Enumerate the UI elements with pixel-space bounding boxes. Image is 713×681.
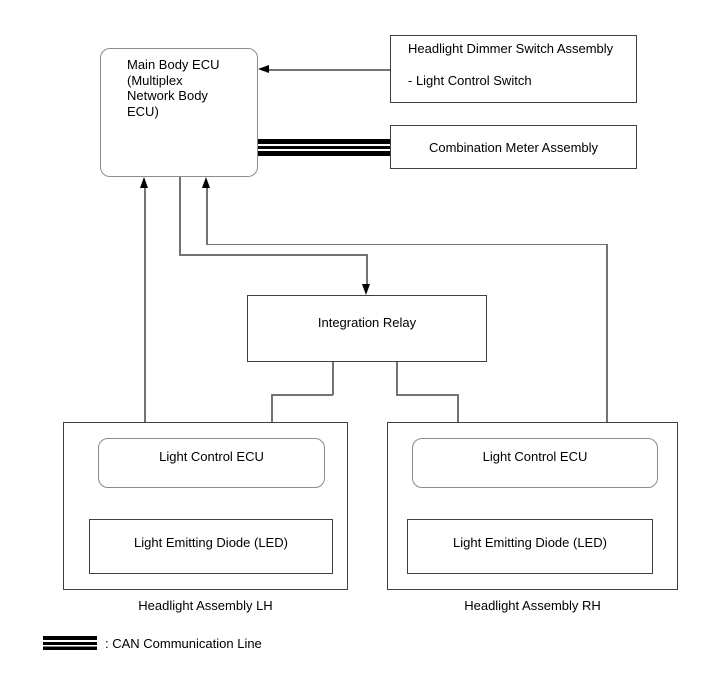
connector-ecu-to-relay-seg2 — [179, 254, 368, 256]
legend-can-line-text: : CAN Communication Line — [105, 635, 262, 651]
connector-rh-ecu-to-main-ecu-seg3 — [606, 243, 608, 439]
connector-relay-to-lh-seg2 — [271, 394, 333, 396]
dimmer-switch-title: Headlight Dimmer Switch Assembly — [408, 41, 614, 56]
connector-relay-to-rh-seg1 — [396, 362, 398, 395]
connector-relay-to-lh-seg3 — [271, 394, 273, 429]
arrowhead-down-into-relay — [362, 284, 370, 295]
connector-ecu-to-relay-seg3 — [366, 254, 368, 286]
lh-light-control-ecu-label: Light Control ECU — [159, 448, 264, 464]
lh-led-box: Light Emitting Diode (LED) — [89, 519, 333, 574]
rh-led-box: Light Emitting Diode (LED) — [407, 519, 653, 574]
dimmer-switch-text: Headlight Dimmer Switch Assembly - Light… — [408, 41, 613, 88]
can-communication-line — [258, 139, 390, 156]
headlight-dimmer-switch-box: Headlight Dimmer Switch Assembly - Light… — [390, 35, 637, 103]
arrowhead-up-into-main-ecu-right — [202, 177, 210, 188]
combination-meter-label: Combination Meter Assembly — [428, 139, 599, 155]
main-body-ecu-box: Main Body ECU (Multiplex Network Body EC… — [100, 48, 258, 177]
arrowhead-left-into-ecu — [258, 65, 269, 73]
connector-relay-to-lh-seg1 — [332, 362, 334, 395]
light-control-switch-item: - Light Control Switch — [408, 73, 532, 88]
connector-lh-ecu-to-main-ecu — [144, 186, 146, 438]
connector-relay-to-rh-seg2 — [396, 394, 458, 396]
rh-light-control-ecu-box: Light Control ECU — [412, 438, 658, 488]
arrowhead-up-into-main-ecu-left — [140, 177, 148, 188]
main-body-ecu-label: Main Body ECU (Multiplex Network Body EC… — [127, 57, 220, 119]
rh-led-label: Light Emitting Diode (LED) — [453, 535, 607, 550]
legend-can-line-symbol — [43, 636, 97, 650]
headlight-assembly-lh-caption: Headlight Assembly LH — [138, 598, 273, 613]
connector-rh-ecu-to-main-ecu-seg1 — [206, 186, 208, 245]
connector-dimmer-to-ecu — [262, 69, 390, 71]
integration-relay-box: Integration Relay — [247, 295, 487, 362]
connector-rh-ecu-to-main-ecu-seg2 — [206, 243, 607, 245]
combination-meter-box: Combination Meter Assembly — [390, 125, 637, 169]
headlight-assembly-rh-caption: Headlight Assembly RH — [464, 598, 601, 613]
connector-ecu-to-relay-seg1 — [179, 177, 181, 255]
rh-light-control-ecu-label: Light Control ECU — [482, 448, 588, 464]
integration-relay-label: Integration Relay — [317, 315, 417, 330]
connector-relay-to-rh-seg3 — [457, 394, 459, 429]
lh-light-control-ecu-box: Light Control ECU — [98, 438, 325, 488]
lh-led-label: Light Emitting Diode (LED) — [134, 535, 288, 550]
